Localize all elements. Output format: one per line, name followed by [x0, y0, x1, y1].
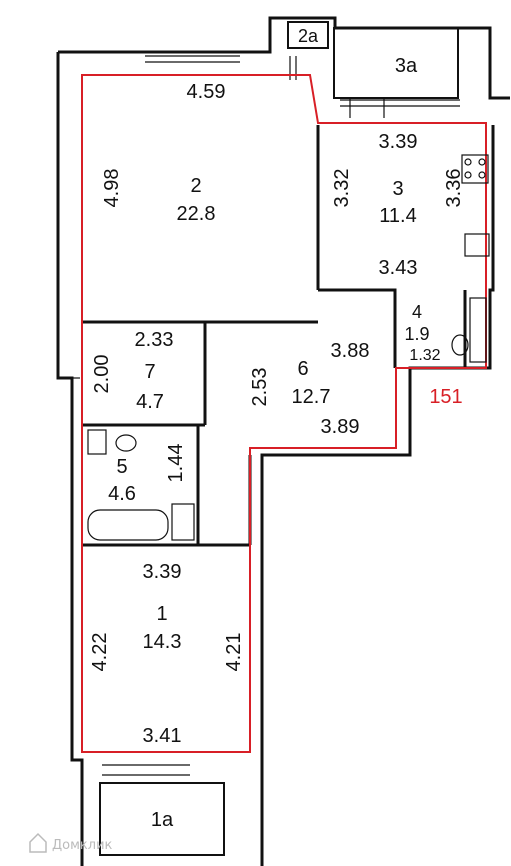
room-2-number: 2: [190, 175, 201, 197]
watermark-logo-icon: [29, 832, 47, 853]
room-1-area: 14.3: [143, 631, 182, 653]
room-7-left-dim: 2.00: [91, 355, 113, 394]
room-4-area: 1.9: [404, 324, 429, 344]
balcony-2a: 2a: [287, 21, 329, 49]
room-2-area: 22.8: [177, 203, 216, 225]
balcony-1a-label: 1a: [151, 809, 174, 831]
room-1-number: 1: [156, 603, 167, 625]
room-4-width-dim: 1.32: [409, 347, 440, 364]
room-3-bottom-dim: 3.43: [379, 257, 418, 279]
room-2-top-dim: 4.59: [187, 81, 226, 103]
room-7-area: 4.7: [136, 391, 164, 413]
toilet-icon: [115, 434, 137, 452]
apartment-outline: [81, 74, 487, 753]
apartment-number: 151: [429, 386, 462, 408]
room-6-number: 6: [297, 358, 308, 380]
watermark-text: Домклик: [52, 838, 113, 853]
stove-icon: [461, 154, 489, 184]
watermark: Домклик: [29, 832, 113, 853]
room-6-area: 12.7: [292, 386, 331, 408]
room-3-area: 11.4: [379, 205, 416, 227]
windows: [145, 55, 385, 118]
balcony-3a-label: 3a: [395, 55, 418, 77]
room-3-right-dim: 3.36: [443, 169, 465, 208]
room-1-top-dim: 3.39: [143, 561, 182, 583]
fixtures: [87, 154, 490, 541]
kitchen-sink-icon: [464, 233, 490, 257]
room-3: 3 11.4 3.39 3.32 3.36 3.43: [331, 131, 465, 279]
room-6-bottom-dim: 3.89: [321, 416, 360, 438]
room-2: 2 22.8 4.59 4.98: [101, 81, 225, 225]
room-4: 4 1.9 1.32: [404, 302, 440, 364]
balcony-1a: 1a: [99, 764, 225, 856]
room-7: 7 4.7 2.33 2.00: [91, 329, 173, 413]
room-5-right-dim: 1.44: [165, 444, 187, 483]
room-1-left-dim: 4.22: [89, 633, 111, 672]
room-6-left-dim: 2.53: [249, 368, 271, 407]
outer-walls: [56, 16, 510, 866]
room-4-number: 4: [412, 302, 422, 322]
room-5: 5 4.6 1.44: [108, 444, 187, 505]
room-1: 1 14.3 3.39 4.22 4.21 3.41: [89, 561, 245, 747]
room-5-area: 4.6: [108, 483, 136, 505]
room-1-bottom-dim: 3.41: [143, 725, 182, 747]
room-3-left-dim: 3.32: [331, 169, 353, 208]
bathtub-icon: [87, 509, 169, 541]
room-3-top-dim: 3.39: [379, 131, 418, 153]
washbasin-icon: [87, 429, 107, 455]
room-7-top-dim: 2.33: [135, 329, 174, 351]
room-6-top-dim: 3.88: [331, 340, 370, 362]
room-3-number: 3: [392, 178, 403, 200]
room-1-right-dim: 4.21: [223, 633, 245, 672]
balcony-2a-label: 2a: [298, 26, 319, 46]
room-7-number: 7: [144, 361, 155, 383]
room-2-left-dim: 4.98: [101, 169, 123, 208]
room-6: 6 12.7 3.88 2.53 3.89: [249, 340, 369, 438]
balcony-3a: 3a: [333, 27, 460, 107]
room-5-number: 5: [116, 456, 127, 478]
